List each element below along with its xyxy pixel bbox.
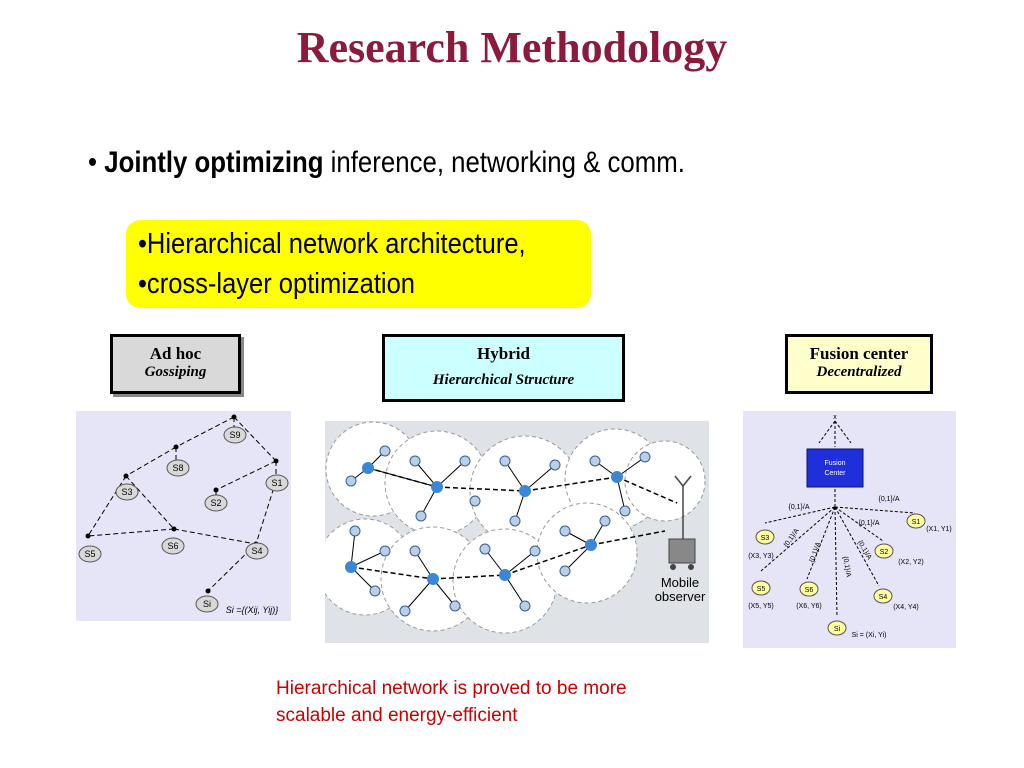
fusion-label-box: Fusion center Decentralized	[785, 334, 933, 394]
main-bullet: • Jointly optimizing inference, networki…	[88, 146, 685, 180]
mobile-observer-label-2: observer	[655, 589, 706, 604]
adhoc-node-s1: S1	[271, 478, 282, 488]
fusion-node-s2: S2	[880, 549, 889, 556]
page-title: Research Methodology	[296, 23, 728, 72]
adhoc-node-s5: S5	[84, 549, 95, 559]
bullet-marker: •	[88, 146, 98, 179]
adhoc-network-diagram: S9 S8 S1 S3 S2 S5 S6 S4 Si Si ={(Xij, Yi…	[76, 411, 291, 621]
fusion-coord-1: (X1, Y1)	[926, 526, 952, 533]
bullet-rest-text: inference, networking & comm.	[323, 146, 685, 179]
fusion-edge-label-6: {0,1}/A	[841, 556, 852, 578]
adhoc-node-s2: S2	[210, 498, 221, 508]
adhoc-node-s8: S8	[172, 463, 183, 473]
highlight-line-2: •cross-layer optimization	[138, 268, 415, 300]
hybrid-network-diagram: Mobile observer	[325, 421, 709, 643]
caption-line-2: scalable and energy-efficient	[276, 705, 518, 726]
fusion-node-s5: S5	[757, 586, 766, 593]
fusion-coord-4: (X4, Y4)	[893, 604, 919, 611]
fusion-edge-label-2: {0,1}/A	[878, 496, 899, 503]
highlight-box: •Hierarchical network architecture, •cro…	[126, 220, 591, 308]
highlight-line-1: •Hierarchical network architecture,	[138, 228, 526, 260]
fusion-coord-3: (X3, Y3)	[748, 553, 774, 560]
fusion-edge-label-1: {0,1}/A	[788, 504, 809, 511]
adhoc-node-s3: S3	[121, 487, 132, 497]
fusion-top-label: x	[833, 414, 837, 421]
mobile-observer-label-1: Mobile	[661, 575, 699, 590]
fusion-center-label-2: Center	[824, 470, 846, 477]
adhoc-node-s6: S6	[167, 541, 178, 551]
hybrid-label-box: Hybrid Hierarchical Structure	[382, 334, 625, 402]
fusion-node-s1: S1	[912, 519, 921, 526]
fusion-coord-i: Si = (Xi, Yi)	[852, 632, 887, 639]
caption: Hierarchical network is proved to be mor…	[276, 675, 627, 729]
fusion-node-s3: S3	[761, 535, 770, 542]
adhoc-node-s4: S4	[251, 546, 262, 556]
fusion-node-si: Si	[834, 626, 841, 633]
adhoc-node-si: Si	[203, 599, 211, 609]
fusion-label-title: Fusion center	[809, 344, 909, 363]
bullet-bold-text: Jointly optimizing	[104, 146, 324, 179]
fusion-edge-label-3: {0,1}/A	[858, 520, 879, 527]
adhoc-label-subtitle: Gossiping	[144, 364, 207, 380]
adhoc-label-title: Ad hoc	[149, 344, 202, 363]
fusion-coord-2: (X2, Y2)	[898, 559, 924, 566]
hybrid-label-subtitle: Hierarchical Structure	[432, 372, 575, 388]
adhoc-formula: Si ={(Xij, Yij)}	[226, 605, 278, 615]
fusion-node-s4: S4	[879, 594, 888, 601]
caption-line-1: Hierarchical network is proved to be mor…	[276, 678, 627, 699]
fusion-center-diagram: Fusion Center x S1 S3 S2 S5 S6 S4 Si (X1…	[743, 411, 956, 648]
adhoc-label-box: Ad hoc Gossiping	[110, 334, 241, 394]
hybrid-label-title: Hybrid	[477, 344, 530, 363]
fusion-center-label-1: Fusion	[824, 460, 845, 467]
adhoc-node-s9: S9	[229, 430, 240, 440]
fusion-coord-5: (X5, Y5)	[748, 603, 774, 610]
fusion-coord-6: (X6, Y6)	[796, 603, 822, 610]
fusion-node-s6: S6	[805, 587, 814, 594]
fusion-label-subtitle: Decentralized	[816, 364, 902, 380]
